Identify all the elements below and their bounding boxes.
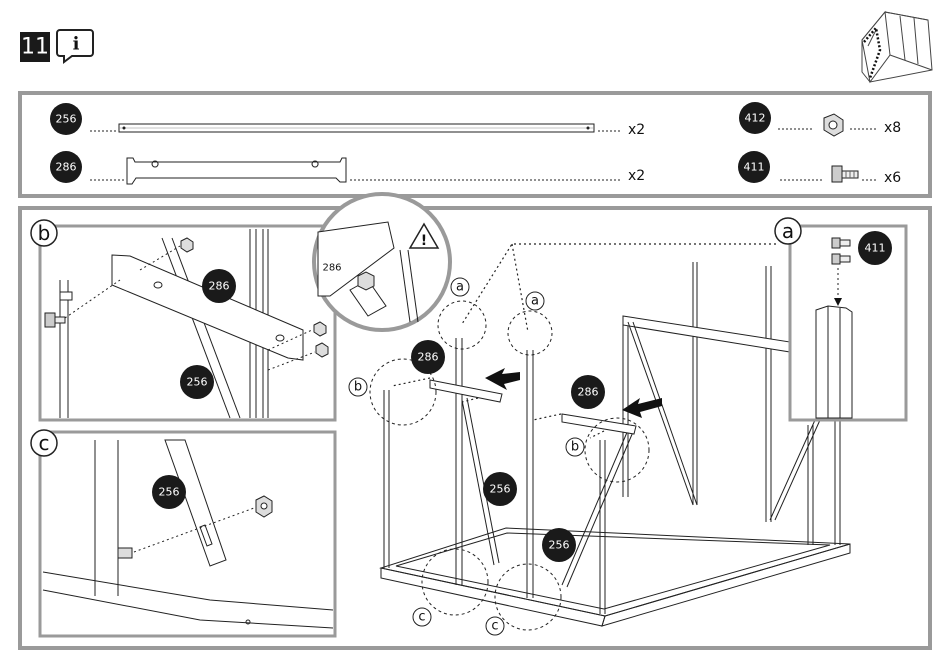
badge-286: 286 — [578, 386, 599, 399]
bracket-clip-icon — [60, 292, 72, 300]
part-quantity: x6 — [884, 170, 901, 186]
badge-256: 256 — [187, 376, 208, 389]
badge-411: 411 — [865, 242, 886, 255]
assembly-box: a a b b c c 286 286 256 256 — [20, 194, 930, 648]
callout-b: b — [354, 380, 362, 395]
part-id-label: 411 — [744, 161, 765, 174]
nut-icon — [358, 272, 374, 290]
part-id-label: 286 — [56, 161, 77, 174]
detail-c-panel: c 256 — [31, 430, 335, 636]
callout-b: b — [571, 440, 579, 455]
callout-a: a — [531, 294, 539, 309]
nut-icon — [256, 496, 272, 517]
badge-256: 256 — [159, 486, 180, 499]
badge-256: 256 — [490, 483, 511, 496]
detail-a-letter: a — [782, 219, 794, 243]
badge-286: 286 — [209, 280, 230, 293]
greenhouse-thumbnail-icon — [862, 12, 932, 82]
parts-box: 256 x2 286 x2 412 — [20, 93, 930, 196]
badge-256: 256 — [549, 539, 570, 552]
info-icon: i — [57, 30, 93, 62]
callout-c: c — [491, 619, 498, 634]
part-id-label: 256 — [56, 113, 77, 126]
step-number: 11 — [21, 35, 49, 60]
callout-c: c — [418, 610, 425, 625]
info-icon-letter: i — [73, 34, 80, 55]
callout-a: a — [456, 280, 464, 295]
part-quantity: x2 — [628, 168, 645, 184]
warning-part-label: 286 — [322, 263, 341, 274]
warning-symbol: ! — [421, 233, 427, 249]
detail-b-letter: b — [38, 221, 51, 245]
badge-286: 286 — [418, 351, 439, 364]
step-header: 11 i — [20, 30, 93, 62]
detail-b-panel: b 286 256 — [31, 220, 335, 420]
part-quantity: x8 — [884, 120, 901, 136]
part-id-label: 412 — [745, 112, 766, 125]
detail-c-letter: c — [39, 431, 50, 455]
warning-magnifier: ! 286 — [314, 194, 450, 330]
part-quantity: x2 — [628, 122, 645, 138]
bolt-icon — [118, 548, 132, 558]
detail-a-panel: a 411 — [775, 218, 906, 420]
